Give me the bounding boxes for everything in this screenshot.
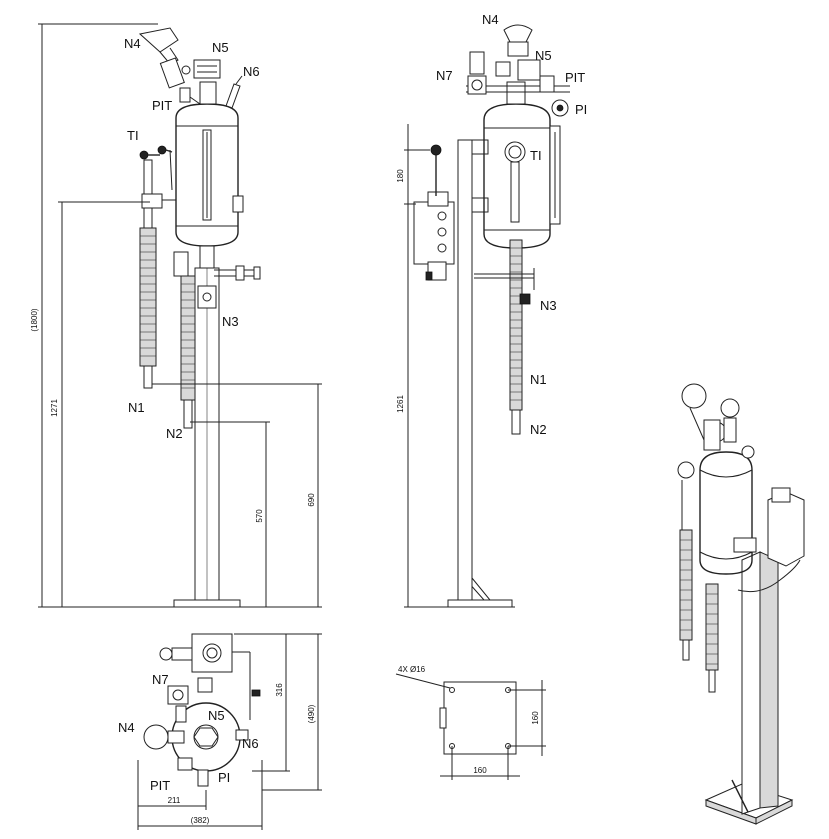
- top-view: 316 (490) 211 (382) N7 N4 N5 N6 PIT PI: [118, 633, 322, 830]
- label-n1: N1: [128, 400, 145, 415]
- label-n2: N2: [166, 426, 183, 441]
- side-label-pit: PIT: [565, 70, 585, 85]
- dim-box-height: 180: [396, 169, 405, 183]
- top-label-n4: N4: [118, 720, 135, 735]
- side-label-n3: N3: [540, 298, 557, 313]
- label-pit: PIT: [152, 98, 172, 113]
- coil-ribs: [140, 235, 156, 357]
- front-view: (1800) 1271 570 690 N4 N5 N6 PIT TI N3 N…: [30, 23, 322, 608]
- side-label-n4: N4: [482, 12, 499, 27]
- side-label-n7: N7: [436, 68, 453, 83]
- dim-side-n1-height: 1261: [396, 395, 405, 413]
- side-label-ti: TI: [530, 148, 542, 163]
- iso-coil-ribs: [680, 539, 718, 665]
- base-height: 160: [531, 711, 540, 725]
- top-label-n5: N5: [208, 708, 225, 723]
- top-label-pit: PIT: [150, 778, 170, 793]
- isometric-view: [677, 383, 805, 825]
- side-label-pi: PI: [575, 102, 587, 117]
- base-plate-view: 4X Ø16 160 160: [395, 665, 546, 780]
- top-label-pi: PI: [218, 770, 230, 785]
- side-coil-ribs: [510, 247, 522, 401]
- dim-316: 316: [275, 683, 284, 697]
- dim-n3-height: 690: [307, 493, 316, 507]
- side-label-n1: N1: [530, 372, 547, 387]
- label-n4: N4: [124, 36, 141, 51]
- side-view: 180 1261 N4 N5 N7 PIT PI TI N3 N1 N2: [396, 12, 587, 608]
- dim-490: (490): [307, 704, 316, 723]
- dim-211: 211: [168, 796, 181, 805]
- dim-382: (382): [191, 816, 210, 825]
- label-ti: TI: [127, 128, 139, 143]
- dim-overall-height: (1800): [30, 308, 39, 331]
- dim-n2-height: 570: [255, 509, 264, 523]
- base-width: 160: [473, 766, 487, 775]
- base-holes: 4X Ø16: [398, 665, 426, 674]
- side-label-n5: N5: [535, 48, 552, 63]
- label-n3: N3: [222, 314, 239, 329]
- side-label-n2: N2: [530, 422, 547, 437]
- label-n5: N5: [212, 40, 229, 55]
- label-n6: N6: [243, 64, 260, 79]
- dim-n1-height: 1271: [50, 399, 59, 417]
- top-label-n7: N7: [152, 672, 169, 687]
- top-label-n6: N6: [242, 736, 259, 751]
- coil-ribs-2: [181, 283, 195, 389]
